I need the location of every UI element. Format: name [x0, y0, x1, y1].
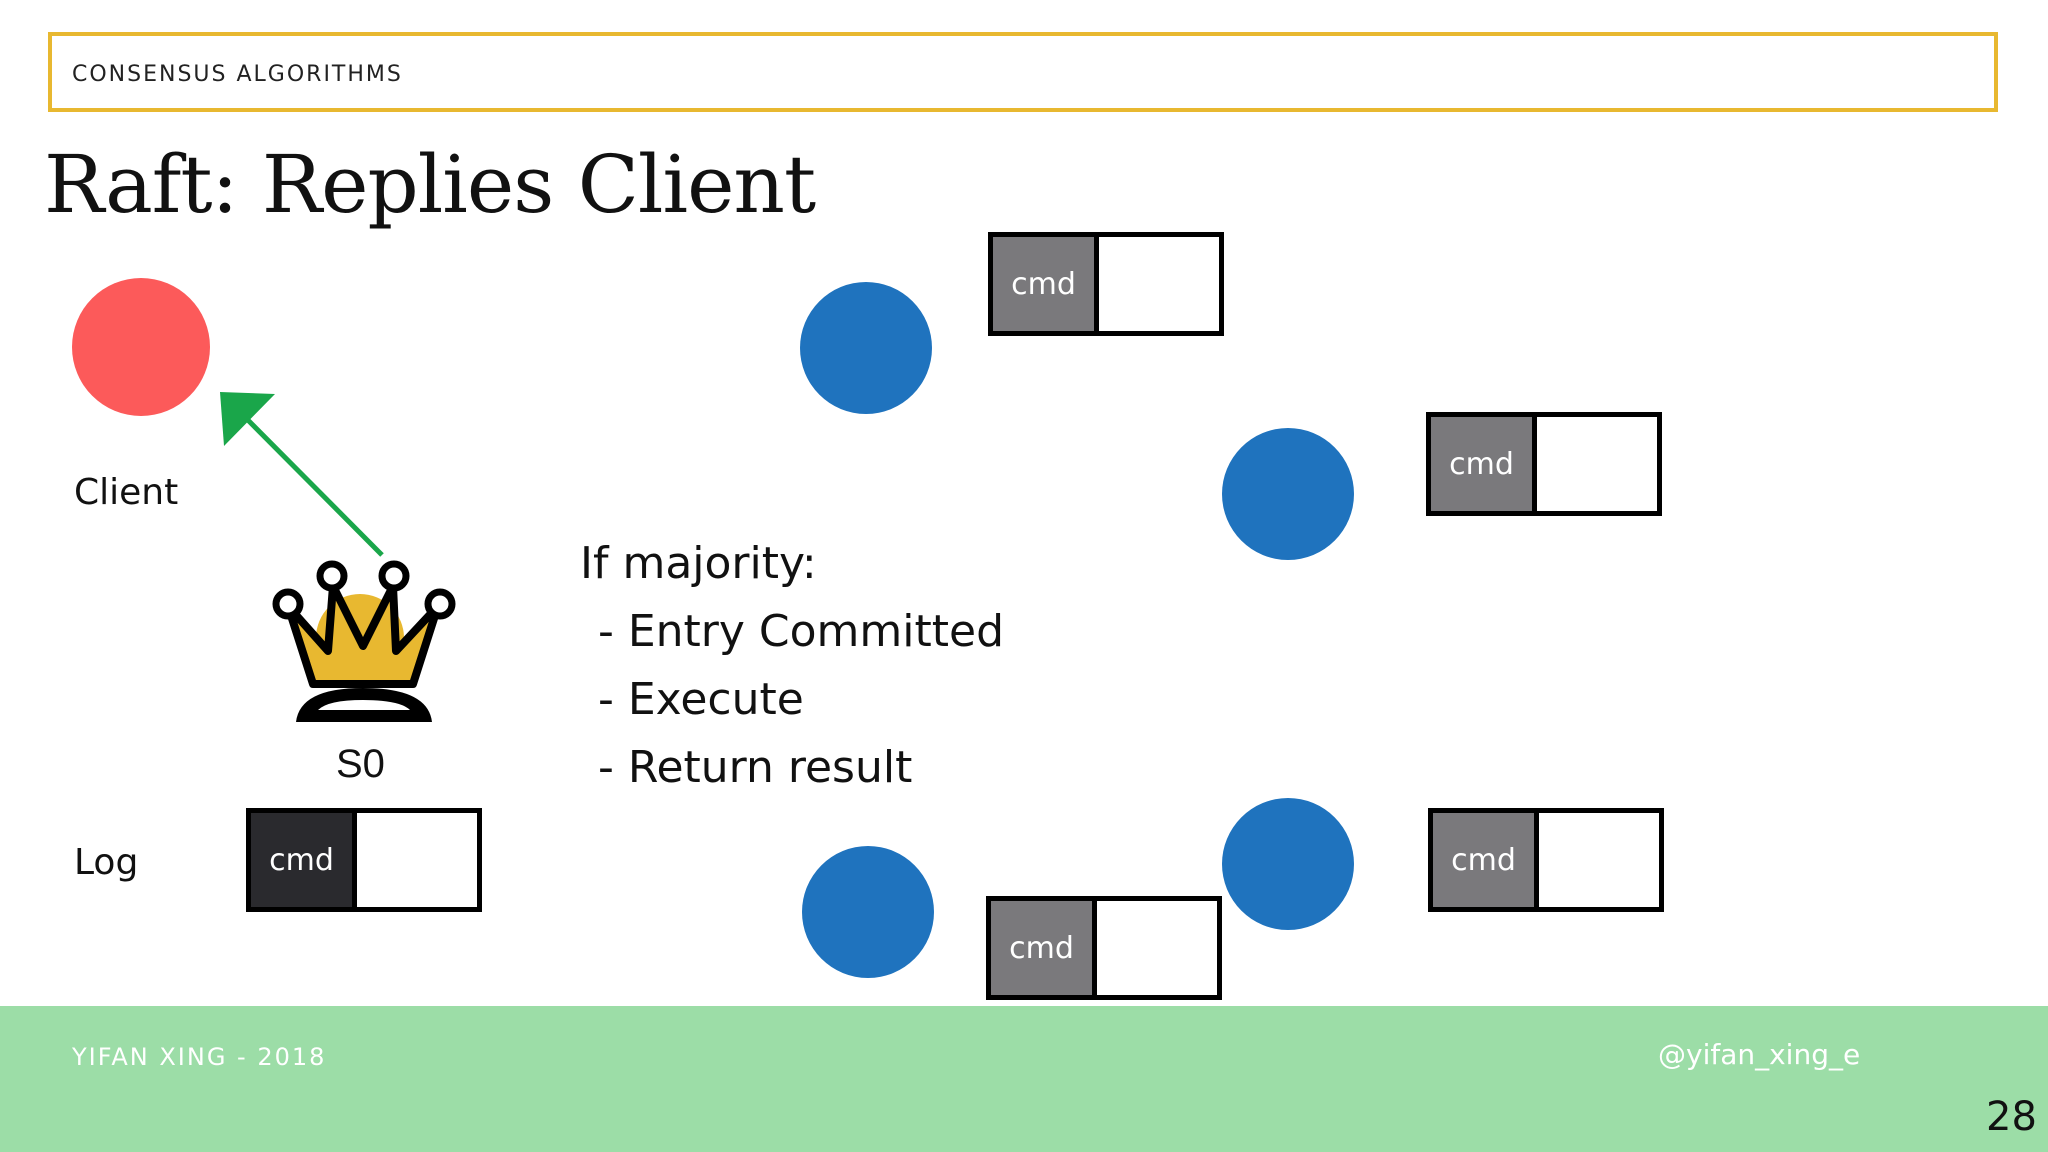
follower-log-entry-1: cmd	[993, 237, 1099, 331]
footer-handle: @yifan_xing_e	[1658, 1038, 1861, 1071]
follower-log-2: cmd	[1426, 412, 1662, 516]
leader-log-entry: cmd	[251, 813, 357, 907]
follower-log-3: cmd	[986, 896, 1222, 1000]
follower-log-4: cmd	[1428, 808, 1664, 912]
page-number: 28	[1986, 1094, 2037, 1140]
reply-arrow	[220, 392, 384, 557]
footer-author: YIFAN XING - 2018	[72, 1043, 327, 1071]
follower-log-entry-4: cmd	[1433, 813, 1539, 907]
follower-node-2	[1222, 428, 1354, 560]
follower-node-1	[800, 282, 932, 414]
majority-heading: If majority:	[580, 538, 817, 589]
follower-node-3	[802, 846, 934, 978]
bullet-return: - Return result	[598, 742, 913, 793]
client-label: Client	[74, 472, 179, 513]
crown-icon	[272, 560, 456, 722]
section-header: CONSENSUS ALGORITHMS	[72, 62, 403, 87]
bullet-execute: - Execute	[598, 674, 804, 725]
leader-label: S0	[336, 742, 385, 786]
majority-conditions: If majority: - Entry Committed - Execute…	[580, 530, 1004, 802]
section-header-box	[48, 32, 1998, 112]
follower-node-4	[1222, 798, 1354, 930]
slide-title: Raft: Replies Client	[44, 138, 816, 231]
bullet-committed: - Entry Committed	[598, 606, 1005, 657]
footer-bar	[0, 1006, 2048, 1152]
log-label: Log	[74, 842, 139, 883]
follower-log-entry-2: cmd	[1431, 417, 1537, 511]
client-node	[72, 278, 210, 416]
follower-log-entry-3: cmd	[991, 901, 1097, 995]
follower-log-1: cmd	[988, 232, 1224, 336]
leader-log: cmd	[246, 808, 482, 912]
